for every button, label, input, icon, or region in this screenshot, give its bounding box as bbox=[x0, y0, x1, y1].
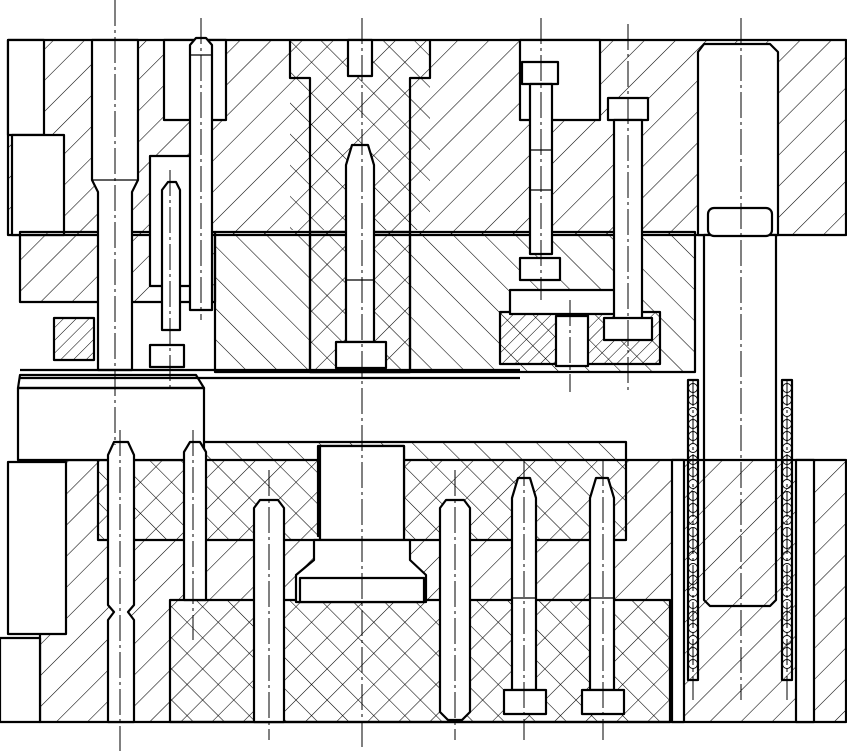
die-insert bbox=[294, 444, 428, 604]
ball-bearing bbox=[688, 407, 698, 417]
dowel-pin-lower-left bbox=[106, 440, 136, 724]
ball-bearing bbox=[782, 443, 792, 453]
socket-head-screw-small bbox=[148, 180, 186, 369]
ball-bearing bbox=[688, 443, 698, 453]
guide-bushing bbox=[670, 458, 816, 724]
punch-retaining-screw bbox=[334, 38, 388, 370]
dowel-pin-lower-second bbox=[182, 440, 208, 602]
lower-die bbox=[0, 373, 847, 724]
stock-strip bbox=[20, 368, 520, 380]
centerlines bbox=[114, 0, 788, 751]
ball-bearing bbox=[782, 407, 792, 417]
